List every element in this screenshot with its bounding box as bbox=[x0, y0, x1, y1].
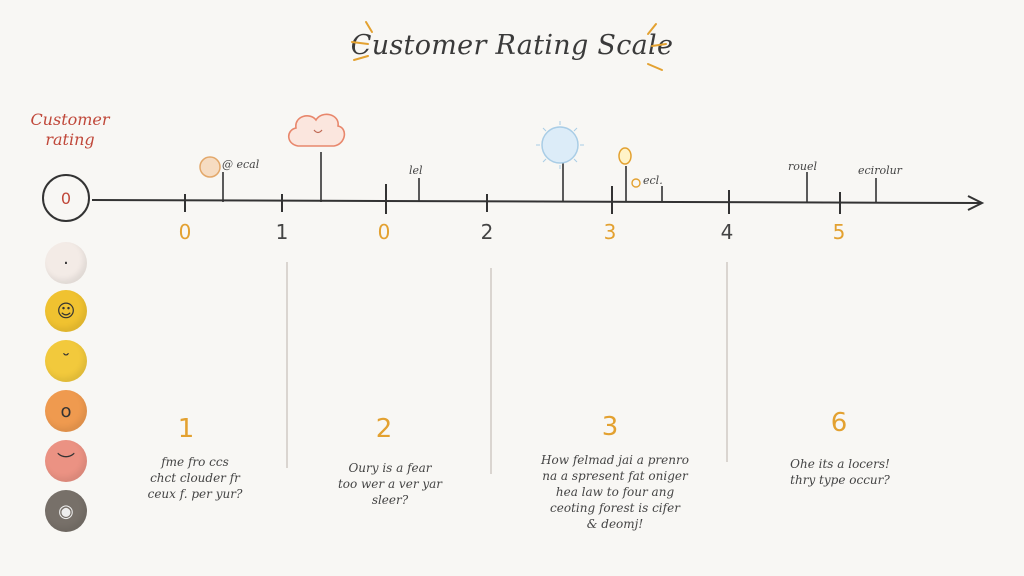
axis-line bbox=[91, 199, 981, 204]
tick-label-6: 5 bbox=[832, 220, 846, 244]
section-3-line-4: ceoting forest is cifer bbox=[550, 501, 680, 515]
section-1-line-2: chct clouder fr bbox=[150, 471, 240, 485]
section-3-line-2: na a spresent fat oniger bbox=[542, 469, 688, 483]
sun-rays bbox=[536, 121, 584, 169]
small-bulb-icon bbox=[631, 178, 641, 188]
gorilla-face-icon: ◉ bbox=[45, 490, 87, 532]
section-1-text: fme fro ccs chct clouder fr ceux f. per … bbox=[120, 454, 270, 502]
tick-label-4: 3 bbox=[603, 220, 617, 244]
section-4-line-2: thry type occur? bbox=[790, 473, 890, 487]
section-2-text: Oury is a fear too wer a ver yar sleer? bbox=[315, 460, 465, 508]
marker-label-3: ecl. bbox=[643, 174, 663, 187]
marker-label-5: ecirolur bbox=[858, 164, 902, 177]
side-label-line-2: rating bbox=[45, 130, 95, 149]
section-2-number: 2 bbox=[375, 414, 393, 444]
tick-label-3: 2 bbox=[480, 220, 494, 244]
section-2-line-3: sleer? bbox=[371, 493, 409, 507]
section-2-line-1: Oury is a fear bbox=[348, 461, 432, 475]
sad-face-icon: ︶ bbox=[45, 440, 87, 482]
section-1-line-3: ceux f. per yur? bbox=[147, 487, 243, 501]
marker-label-1: @ ecal bbox=[222, 158, 260, 171]
marker-stems bbox=[222, 152, 877, 202]
section-4-text: Ohe its a locers! thry type occur? bbox=[770, 456, 910, 488]
tick-label-1: 1 bbox=[275, 220, 289, 244]
section-4-line-1: Ohe its a locers! bbox=[790, 457, 890, 471]
section-4-number: 6 bbox=[830, 408, 848, 438]
section-3-line-3: hea law to four ang bbox=[555, 485, 675, 499]
section-3-line-1: How felmad jai a prenro bbox=[541, 453, 689, 467]
side-label: Customer rating bbox=[30, 110, 110, 150]
section-1-line-1: fme fro ccs bbox=[161, 455, 229, 469]
page-title: Customer Rating Scale bbox=[350, 30, 674, 61]
axis-ticks bbox=[184, 184, 841, 214]
bulb-icon bbox=[618, 147, 632, 165]
section-dividers bbox=[286, 262, 728, 474]
sun-icon bbox=[541, 126, 579, 164]
neutral-face-icon: · bbox=[45, 242, 87, 284]
cloud-icon bbox=[287, 113, 346, 147]
marker-label-4: rouel bbox=[788, 160, 817, 173]
section-1-number: 1 bbox=[177, 414, 195, 444]
surprised-face-icon: o bbox=[45, 390, 87, 432]
side-label-line-1: Customer bbox=[30, 110, 110, 129]
section-3-text: How felmad jai a prenro na a spresent fa… bbox=[525, 452, 705, 532]
section-2-line-2: too wer a ver yar bbox=[337, 477, 443, 491]
happy-face-icon: ☺ bbox=[45, 290, 87, 332]
marker-label-2: lel bbox=[409, 164, 423, 177]
tick-label-0: 0 bbox=[178, 220, 192, 244]
face-icon bbox=[199, 156, 221, 178]
content-face-icon: ˘ bbox=[45, 340, 87, 382]
tick-label-5: 4 bbox=[720, 220, 734, 244]
section-3-line-5: & deomj! bbox=[586, 517, 644, 531]
title-sparkles bbox=[351, 21, 667, 71]
axis-arrow bbox=[967, 195, 985, 211]
zero-circle: 0 bbox=[42, 174, 90, 222]
tick-label-2: 0 bbox=[377, 220, 391, 244]
section-3-number: 3 bbox=[601, 412, 619, 442]
